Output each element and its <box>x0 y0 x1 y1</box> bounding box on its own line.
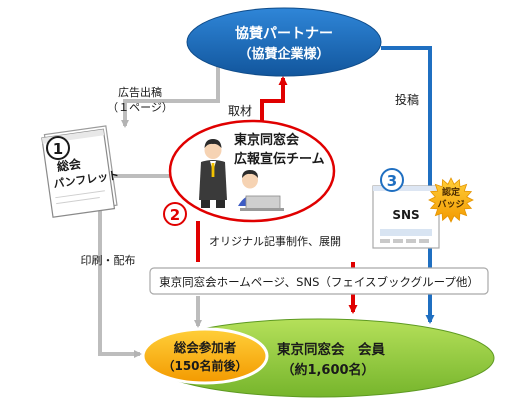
certified-badge-icon: 認定 バッジ <box>428 177 474 223</box>
step-marker-3: 3 <box>380 168 404 192</box>
homepage-sns-bar: 東京同窓会ホームページ、SNS（フェイスブックグループ他） <box>149 267 489 295</box>
participants-count: （150名前後） <box>162 358 247 373</box>
participants-title: 総会参加者 <box>174 340 237 355</box>
members-title: 東京同窓会 会員 <box>277 341 385 358</box>
homepage-sns-label: 東京同窓会ホームページ、SNS（フェイスブックグループ他） <box>159 275 479 289</box>
step-3-number: 3 <box>387 172 397 190</box>
step-1-number: 1 <box>53 140 63 158</box>
badge-line1: 認定 <box>442 186 461 198</box>
label-article: オリジナル記事制作、展開 <box>209 234 341 248</box>
members-count: （約1,600名） <box>281 362 374 378</box>
team-title: 東京同窓会 <box>234 132 300 148</box>
laptop-person-illustration <box>238 170 284 211</box>
sns-card: SNS <box>372 185 440 249</box>
connector-ad-to-team <box>121 66 220 128</box>
pamphlet-title-1: 総会 <box>56 156 83 174</box>
badge-line2: バッジ <box>437 199 464 210</box>
team-node: 東京同窓会 広報宣伝チーム <box>168 119 336 223</box>
partner-title: 協賛パートナー <box>235 25 333 42</box>
label-ad-line1: 広告出稿 <box>118 85 162 99</box>
participants-node: 総会参加者 （150名前後） <box>141 327 269 385</box>
connector-print <box>98 210 142 358</box>
label-interview: 取材 <box>228 104 252 118</box>
partner-subtitle: （協賛企業様） <box>238 46 329 62</box>
step-marker-2: 2 <box>163 202 187 226</box>
step-2-number: 2 <box>170 206 180 224</box>
team-subtitle: 広報宣伝チーム <box>234 151 325 167</box>
step-marker-1: 1 <box>46 136 70 160</box>
label-post: 投稿 <box>395 92 419 107</box>
connector-interview <box>260 76 288 124</box>
partner-node: 協賛パートナー （協賛企業様） <box>186 7 382 77</box>
label-ad-line2: （１ページ） <box>107 101 173 114</box>
standing-person-illustration <box>199 139 227 208</box>
label-print: 印刷・配布 <box>81 254 136 267</box>
sns-label: SNS <box>392 208 419 222</box>
